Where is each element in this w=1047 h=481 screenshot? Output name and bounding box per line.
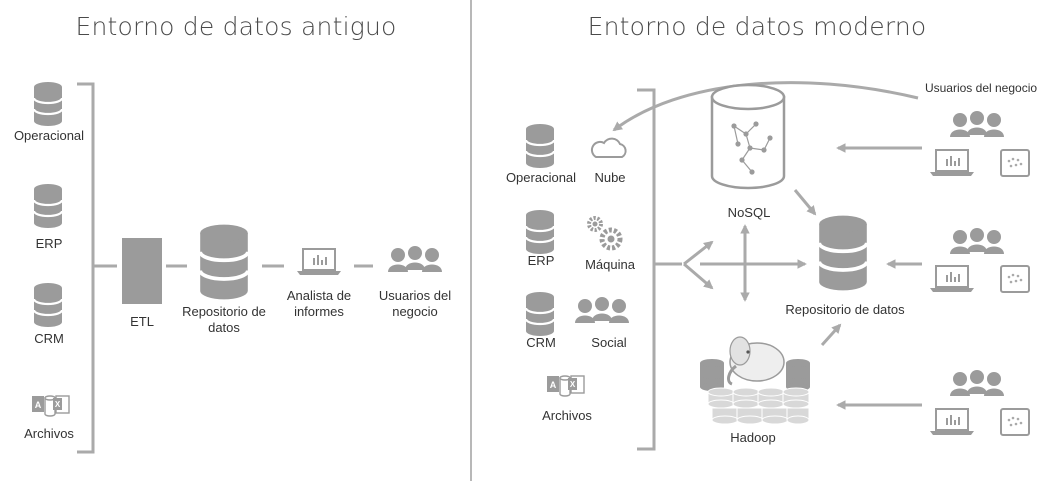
analyst-label: Analista de informes: [286, 288, 352, 319]
hadoop-icon: [700, 336, 810, 425]
laptop-icon: [929, 408, 975, 436]
database-icon: [524, 208, 556, 256]
gears-icon: [587, 216, 623, 251]
left-source-bracket: [77, 82, 95, 454]
nosql-icon: [710, 83, 786, 190]
source-label-erp: ERP: [527, 253, 555, 268]
files-icon: [546, 375, 585, 397]
source-label-operacional: Operacional: [13, 128, 85, 143]
hadoop-label: Hadoop: [730, 430, 776, 445]
etl-block: [122, 238, 162, 304]
users-icon: [950, 370, 1004, 396]
tablet-icon: [1000, 408, 1030, 436]
right-title: Entorno de datos moderno: [587, 12, 927, 41]
tablet-icon: [1000, 265, 1030, 293]
repository-icon: [817, 213, 869, 293]
database-icon: [32, 281, 64, 329]
users-label: Usuarios del negocio: [378, 288, 452, 319]
users-icon: [950, 111, 1004, 137]
database-icon: [524, 122, 556, 170]
repository-label: Repositorio de datos: [785, 302, 905, 317]
users-icon: [950, 228, 1004, 254]
cloud-icon: [590, 137, 627, 158]
source-label-archivos: Archivos: [542, 408, 592, 423]
source-label-erp: ERP: [35, 236, 63, 251]
source-label-archivos: Archivos: [24, 426, 74, 441]
source-label-maquina: Máquina: [585, 257, 635, 272]
source-label-social: Social: [591, 335, 627, 350]
source-label-crm: CRM: [526, 335, 556, 350]
left-title: Entorno de datos antiguo: [75, 12, 397, 41]
laptop-icon: [296, 248, 342, 276]
files-icon: [31, 395, 70, 417]
database-icon: [32, 182, 64, 230]
laptop-icon: [929, 149, 975, 177]
laptop-icon: [929, 265, 975, 293]
source-label-nube: Nube: [594, 170, 626, 185]
nosql-label: NoSQL: [727, 205, 771, 220]
source-label-operacional: Operacional: [505, 170, 577, 185]
etl-label: ETL: [130, 314, 154, 329]
database-icon: [32, 80, 64, 128]
tablet-icon: [1000, 149, 1030, 177]
users-icon: [575, 297, 629, 323]
source-label-crm: CRM: [34, 331, 64, 346]
database-icon: [524, 290, 556, 338]
users-icon: [388, 246, 442, 272]
repository-label: Repositorio de datos: [182, 304, 266, 335]
repository-icon: [198, 222, 250, 302]
right-source-bracket: [637, 88, 656, 451]
business-users-label: Usuarios del negocio: [924, 81, 1038, 95]
